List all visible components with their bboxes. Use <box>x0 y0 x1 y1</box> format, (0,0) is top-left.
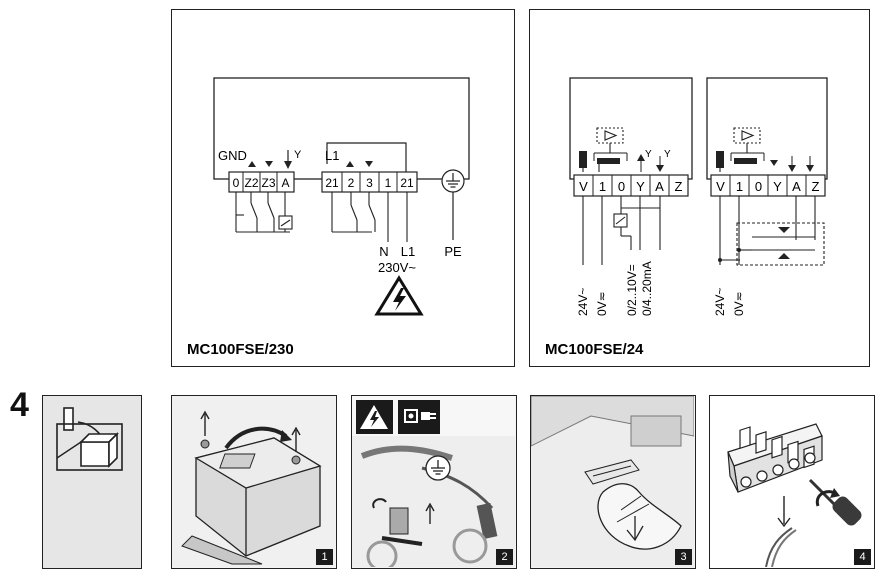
y-arrows-left <box>637 154 664 172</box>
signal-voltage-label: 0/2..10V= <box>625 264 639 316</box>
terminal-label: 0 <box>618 179 625 194</box>
open-arrow-icon <box>778 253 790 259</box>
terminal-label: Y <box>636 179 645 194</box>
step-icon-panel <box>42 395 142 569</box>
terminal-label: A <box>281 176 289 190</box>
terminal-block-24-left <box>573 174 689 197</box>
electrical-hazard-icon <box>356 400 393 434</box>
screw-icon <box>389 507 409 535</box>
terminal-label: Z <box>812 179 820 194</box>
electrical-hazard-icon <box>374 275 424 316</box>
step-photo-4: 4 <box>709 395 875 569</box>
terminal-label: V <box>579 179 588 194</box>
connector-icon <box>584 459 640 485</box>
terminal-label: 1 <box>736 179 743 194</box>
wiring-diagram-230v: 0 Z2 Z3 A 21 2 3 1 21 GND L1 Y <box>187 77 470 358</box>
zero-volt-label: 0V≂ <box>732 291 746 316</box>
close-arrow-icon <box>265 161 273 167</box>
close-arrow-icon <box>365 161 373 167</box>
step-photo-2: 2 <box>351 395 517 569</box>
terminal-label: 3 <box>366 176 373 190</box>
resistor-icon <box>597 158 620 164</box>
signal-wiring-right <box>719 196 825 266</box>
l1-bottom-label: L1 <box>401 244 415 259</box>
actuator-cover-illustration <box>172 396 335 567</box>
step-badge: 2 <box>496 549 513 565</box>
terminal-label: 1 <box>385 176 392 190</box>
step-badge: 4 <box>854 549 871 565</box>
y-label: Y <box>645 149 652 160</box>
y-arrow-icon <box>284 161 292 169</box>
model-label-230: MC100FSE/230 <box>187 341 294 358</box>
y-arrows-right <box>770 156 814 172</box>
model-label-24: MC100FSE/24 <box>545 341 644 358</box>
terminal-label: 21 <box>325 176 339 190</box>
switch-wiring-right <box>331 192 408 242</box>
terminal-label: Z3 <box>261 176 275 190</box>
ground-connection-illustration <box>352 396 515 568</box>
wiring-panel-24v: Y Y V 1 0 Y A Z <box>529 9 870 367</box>
supply-24v-label: 24V~ <box>576 288 590 316</box>
terminal-label: A <box>655 179 664 194</box>
terminal-label: 1 <box>599 179 606 194</box>
switch-wiring-left <box>235 192 293 233</box>
terminal-label: 21 <box>400 176 414 190</box>
cover-remove-icon <box>56 407 123 471</box>
step-badge: 3 <box>675 549 692 565</box>
terminal-block-left <box>228 171 295 193</box>
terminal-label: 2 <box>348 176 355 190</box>
screw-icon <box>200 439 210 449</box>
ground-icon <box>441 169 465 193</box>
internal-circuit-left <box>582 127 624 172</box>
supply-24v-label: 24V~ <box>713 288 727 316</box>
terminal-wiring-illustration <box>710 396 873 568</box>
zero-volt-label: 0V≂ <box>595 291 609 316</box>
fuse-icon <box>579 151 587 168</box>
unplug-icon <box>398 400 440 434</box>
terminal-label: 0 <box>755 179 762 194</box>
signal-current-label: 0/4..20mA <box>640 261 654 316</box>
signal-wiring-left <box>582 196 661 265</box>
step-badge: 1 <box>316 549 333 565</box>
resistor-icon <box>734 158 757 164</box>
open-arrow-icon <box>346 161 354 167</box>
open-arrow-icon <box>248 161 256 167</box>
internal-circuit-right <box>719 127 761 172</box>
pe-label: PE <box>444 244 462 259</box>
ground-icon <box>425 455 451 481</box>
terminal-label: Z2 <box>244 176 258 190</box>
terminal-label: V <box>716 179 725 194</box>
terminal-block-24-right <box>710 174 826 197</box>
terminal-label: 0 <box>233 176 240 190</box>
fuse-icon <box>716 151 724 168</box>
screw-icon <box>291 455 301 465</box>
connector-removal-illustration <box>531 396 695 567</box>
step-photo-1: 1 <box>171 395 337 569</box>
terminal-label: A <box>792 179 801 194</box>
n-label: N <box>379 244 388 259</box>
wiring-panel-230v: 0 Z2 Z3 A 21 2 3 1 21 GND L1 Y <box>171 9 515 367</box>
voltage-label: 230V~ <box>378 260 416 275</box>
l1-top-label: L1 <box>325 148 339 163</box>
y-label: Y <box>664 149 671 160</box>
connector-icon <box>727 423 823 493</box>
terminal-label: Z <box>675 179 683 194</box>
step-number: 4 <box>10 386 29 424</box>
y-label: Y <box>294 149 302 161</box>
screwdriver-icon <box>808 478 862 526</box>
gnd-label: GND <box>218 148 247 163</box>
close-arrow-icon <box>778 227 790 233</box>
terminal-label: Y <box>773 179 782 194</box>
wiring-diagram-24v: Y Y V 1 0 Y A Z <box>545 77 828 358</box>
step-photo-3: 3 <box>530 395 696 569</box>
